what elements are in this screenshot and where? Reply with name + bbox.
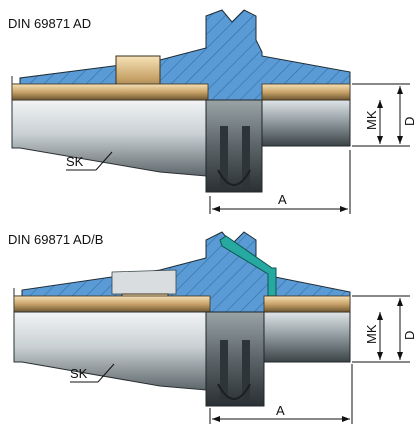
drawing-1-title: DIN 69871 AD: [8, 16, 92, 31]
brass-band-2: [13, 295, 211, 313]
slot-2b: [242, 340, 250, 402]
section-hatch-1: [11, 9, 351, 101]
drawing-2-title: DIN 69871 AD/B: [8, 232, 104, 247]
sk-label-2: SK: [70, 366, 88, 381]
slot-2a: [220, 340, 228, 402]
a-label-1: A: [278, 192, 287, 207]
section-hatch-2: [13, 231, 351, 313]
flange-1: [205, 99, 263, 193]
taper-1: [11, 99, 207, 177]
d-label-1: D: [402, 117, 414, 126]
sk-leader-d-2: [97, 363, 115, 383]
brass-end-1: [261, 83, 351, 101]
mk-label-1: MK: [364, 110, 379, 131]
a-label-2: A: [276, 403, 285, 418]
taper-2: [13, 311, 207, 391]
bore-2: [263, 311, 351, 363]
v-groove-2: [217, 383, 251, 400]
drawing-2: [13, 231, 410, 424]
sk-label-1: SK: [66, 154, 84, 169]
brass-end-2: [263, 295, 351, 313]
bore-1: [261, 99, 351, 147]
flange-2: [205, 311, 265, 407]
mk-label-2: MK: [364, 324, 379, 345]
brass-band-1: [11, 83, 209, 101]
drawing-1: [11, 9, 410, 214]
v-groove-1: [217, 169, 251, 186]
slot-1b: [242, 126, 250, 188]
slot-1a: [220, 126, 228, 188]
sk-leader-d-1: [95, 151, 113, 171]
light-insert-2: [111, 269, 177, 295]
d-label-2: D: [402, 331, 414, 340]
